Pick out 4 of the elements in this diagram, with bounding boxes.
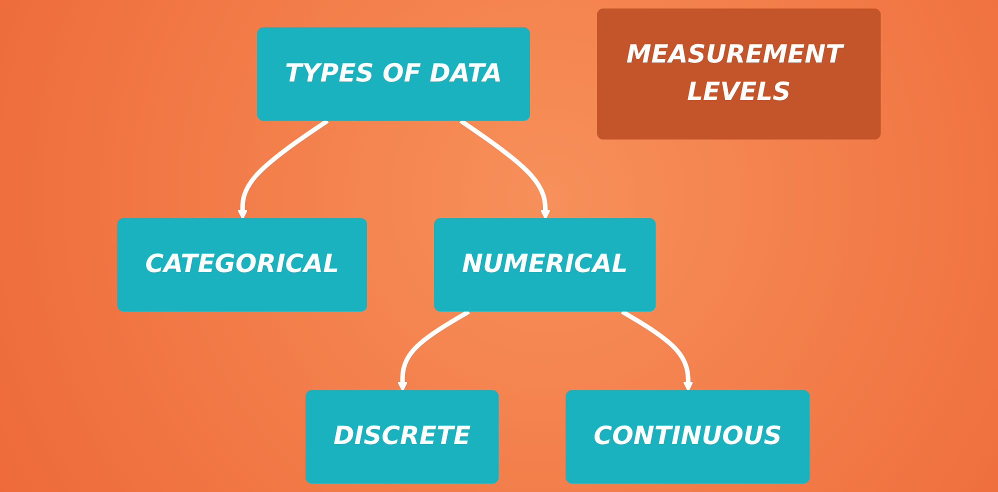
arrow [398,310,470,392]
arrow [459,118,550,220]
arrow [238,118,329,220]
arrow [620,310,694,392]
